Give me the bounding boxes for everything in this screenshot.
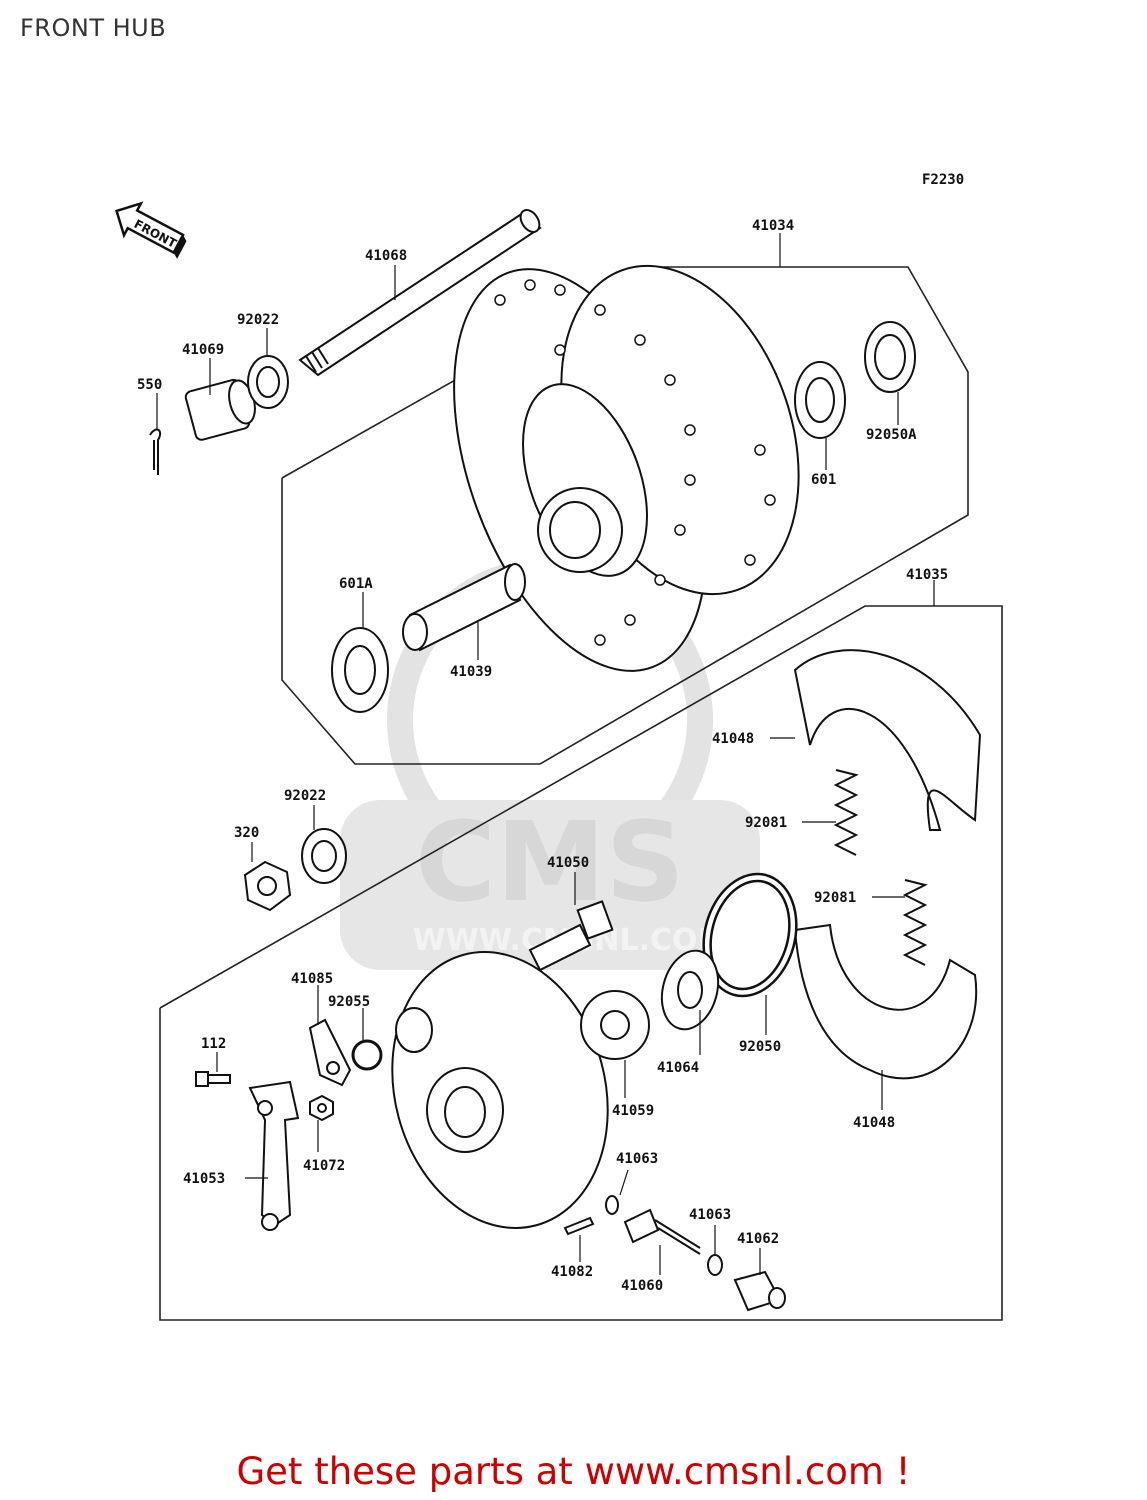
hub-spoke-holes [494, 279, 776, 646]
callout-label: 41072 [303, 1158, 345, 1174]
callout-label: 41068 [365, 248, 407, 264]
callout-label: 41063 [616, 1151, 658, 1167]
bearing-601 [794, 361, 846, 439]
bushing-41062 [733, 1270, 786, 1312]
spring-upper [833, 769, 859, 856]
spacer-part [402, 563, 526, 652]
callout-label: 41082 [551, 1264, 593, 1280]
callout-label: 41062 [737, 1231, 779, 1247]
callout-label: 41053 [183, 1171, 225, 1187]
callout-labels: 41034 41068 92022 41069 550 601 92050A 6… [137, 218, 948, 1294]
washer-41063b [707, 1254, 723, 1276]
callout-label: 41048 [712, 731, 754, 747]
pin-41082 [563, 1216, 595, 1236]
callout-label: 601 [811, 472, 836, 488]
brake-shoe-upper [793, 649, 982, 831]
callout-label: 92022 [237, 312, 279, 328]
callout-label: 92081 [814, 890, 856, 906]
watermark-brand: CMS [415, 798, 684, 926]
callout-label: 41050 [547, 855, 589, 871]
page-title: FRONT HUB [20, 14, 167, 42]
brake-panel-part [391, 951, 609, 1229]
callout-label: 41060 [621, 1278, 663, 1294]
cotter-pin-part [149, 428, 162, 475]
callout-label: 92050A [866, 427, 917, 443]
callout-label: 41069 [182, 342, 224, 358]
bearing-601a [331, 627, 389, 713]
cta-link[interactable]: Get these parts at www.cmsnl.com ! [236, 1450, 911, 1493]
nut-part [243, 860, 292, 912]
callout-label: 41035 [906, 567, 948, 583]
parts-diagram: CMS WWW.CMSNL.COM F2230 FRONT [114, 172, 1003, 1321]
seal-92050 [702, 872, 798, 998]
callout-label: 41048 [853, 1115, 895, 1131]
plate-part [660, 949, 720, 1031]
callout-label: 41064 [657, 1060, 699, 1076]
hub-group-outline [281, 266, 969, 765]
hub-part [453, 264, 800, 672]
brake-group-outline [159, 605, 1003, 1321]
front-arrow-icon: FRONT [114, 201, 187, 259]
figure-code: F2230 [922, 172, 964, 188]
callout-label: 41085 [291, 971, 333, 987]
callout-label: 41063 [689, 1207, 731, 1223]
axle-part [298, 209, 542, 377]
callout-label: 92050 [739, 1039, 781, 1055]
bolt-part [195, 1071, 231, 1087]
nut-41072 [309, 1094, 334, 1122]
callout-label: 112 [201, 1036, 226, 1052]
brake-arm-part [248, 1080, 300, 1231]
callout-label: 41034 [752, 218, 794, 234]
washer-part-upper [247, 355, 289, 409]
callout-label: 92081 [745, 815, 787, 831]
cam-part [528, 900, 614, 972]
spindle-41060 [623, 1208, 701, 1255]
callout-label: 92022 [284, 788, 326, 804]
o-ring-part [351, 1039, 383, 1071]
seal-92050a [864, 321, 916, 393]
watermark: CMS WWW.CMSNL.COM [340, 557, 760, 970]
leader-lines [156, 233, 935, 1275]
callout-label: 41059 [612, 1103, 654, 1119]
callout-label: 550 [137, 377, 162, 393]
callout-label: 41039 [450, 664, 492, 680]
callout-label: 601A [339, 576, 373, 592]
callout-label: 92055 [328, 994, 370, 1010]
washer-part-lower [301, 828, 347, 884]
collar-part [184, 378, 256, 441]
washer-41063a [605, 1195, 619, 1215]
indicator-part [308, 1018, 352, 1087]
gear-part [580, 990, 650, 1060]
brake-shoe-lower [793, 923, 978, 1080]
spring-lower [902, 879, 928, 966]
callout-label: 320 [234, 825, 259, 841]
